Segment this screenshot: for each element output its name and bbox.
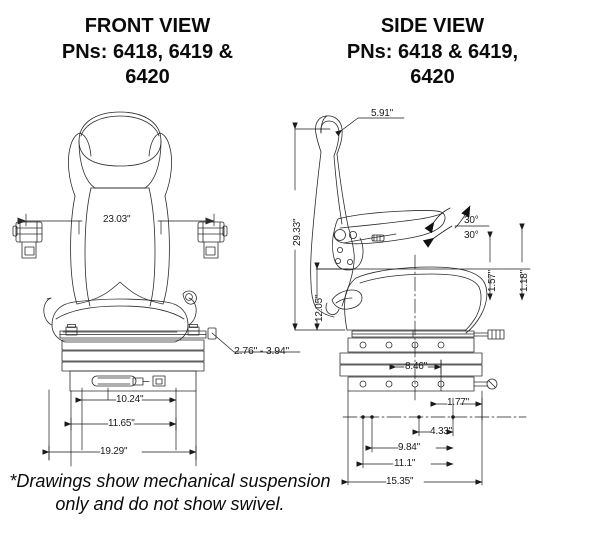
side-view-part-numbers-line1: PNs: 6418 & 6419, — [346, 40, 519, 63]
dim-label-side-recline-angle-lower: 30° — [464, 230, 479, 241]
front-view-armrest-brackets — [12, 221, 228, 259]
dim-label-front-mount-mid-width: 11.65" — [108, 418, 135, 429]
dim-label-front-suspension-travel: 2.76" - 3.94" — [234, 345, 290, 357]
dim-label-side-bolt-spacing-111: 11.1" — [394, 458, 416, 469]
footnote-line-2: only and do not show swivel. — [55, 494, 285, 515]
front-view-dimension-lines — [17, 213, 301, 467]
dim-label-front-width-overall: 23.03" — [103, 214, 131, 225]
side-view-title: SIDE VIEW — [380, 15, 485, 37]
side-view-dimension-lines — [292, 117, 531, 486]
dim-label-side-headrest-depth: 5.91" — [371, 108, 394, 119]
front-view-title-block: FRONT VIEW PNs: 6418, 6419 & 6420 — [20, 14, 275, 91]
dim-label-side-bolt-spacing-846: 8.46" — [405, 361, 428, 372]
side-view-seat-outline — [310, 115, 505, 392]
dim-label-side-seat-height: 12.05" — [314, 294, 325, 322]
side-view-title-block: SIDE VIEW PNs: 6418 & 6419, 6420 — [305, 14, 560, 91]
dim-label-side-bolt-offset-177: 1.77" — [447, 397, 470, 408]
dim-label-side-offset-118: 1.18" — [519, 269, 530, 292]
front-view-suspension-base — [59, 324, 217, 392]
dim-label-front-mount-inner-width: 10.24" — [116, 394, 144, 405]
side-view-part-numbers-line2: 6420 — [410, 66, 455, 89]
front-view-seat-outline — [43, 111, 197, 343]
footnote-line-1: *Drawings show mechanical suspension — [9, 471, 331, 491]
front-view-part-numbers-line2: 6420 — [125, 66, 170, 89]
footnote-block: *Drawings show mechanical suspension onl… — [0, 470, 340, 517]
dim-label-side-recline-angle-upper: 30° — [464, 215, 479, 226]
dim-label-side-bolt-spacing-433: 4.33" — [430, 426, 453, 437]
dim-label-side-bolt-spacing-984: 9.84" — [398, 442, 421, 453]
front-view-title: FRONT VIEW — [84, 15, 211, 37]
dim-label-front-base-overall-width: 19.29" — [100, 446, 128, 457]
front-view-part-numbers-line1: PNs: 6418, 6419 & — [61, 40, 234, 63]
dim-label-side-overall-height: 29.33" — [292, 218, 303, 246]
dim-label-side-base-overall-length: 15.35" — [386, 476, 414, 487]
dim-label-side-offset-157: 1.57" — [487, 269, 498, 292]
